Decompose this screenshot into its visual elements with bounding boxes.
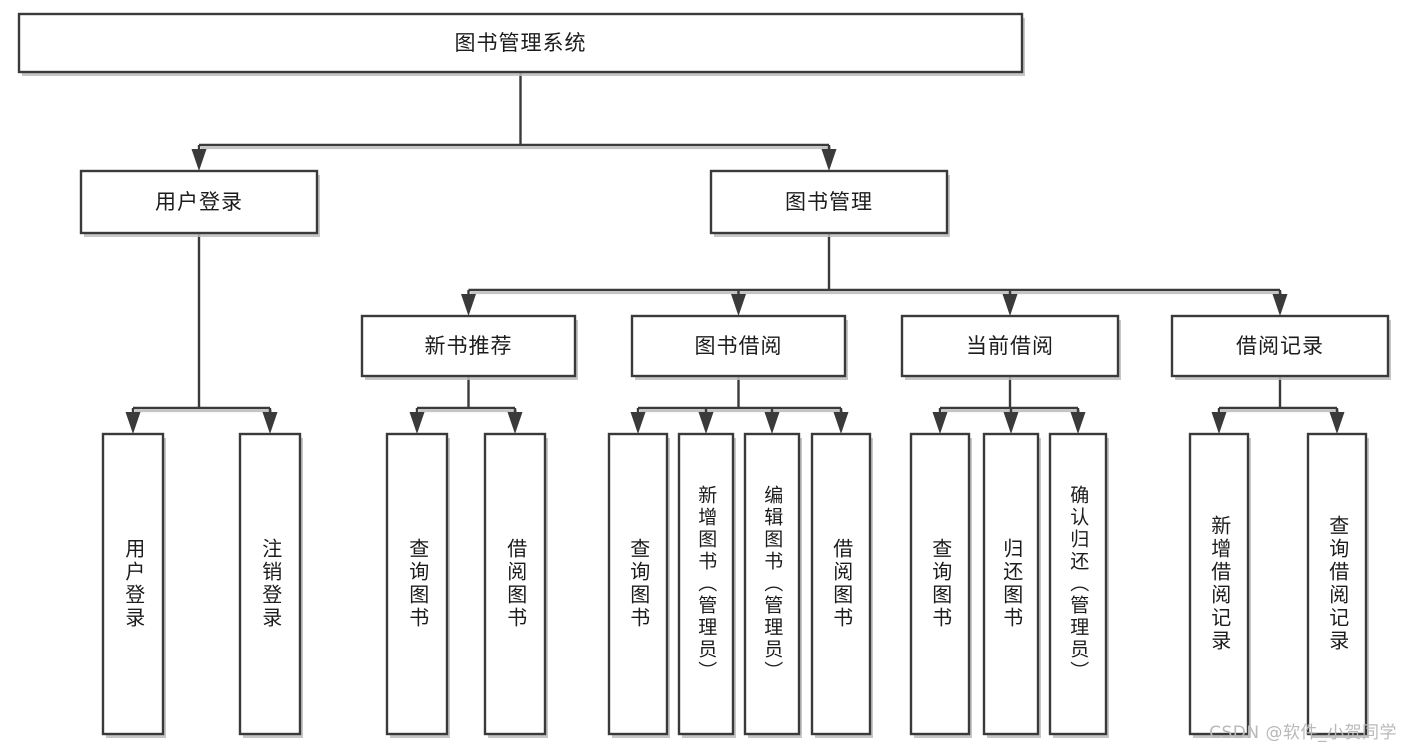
node-box[interactable] bbox=[360, 314, 577, 378]
node-label: 图书借阅 bbox=[695, 334, 783, 358]
node-leaf-borrow-book-1[interactable] bbox=[483, 432, 548, 738]
arrow-head-icon bbox=[262, 412, 278, 434]
node-label: 当前借阅 bbox=[966, 334, 1054, 358]
node-leaf-query-book-2[interactable] bbox=[607, 432, 670, 738]
node-leaf-query-record[interactable] bbox=[1306, 432, 1369, 738]
arrow-head-icon bbox=[932, 412, 948, 434]
connector-group bbox=[1211, 376, 1345, 434]
node-leaf-query-book-1[interactable] bbox=[385, 432, 450, 738]
arrow-head-icon bbox=[1211, 412, 1227, 434]
node-leaf-user-login[interactable] bbox=[101, 432, 166, 738]
node-leaf-user-logout[interactable] bbox=[238, 432, 303, 738]
node-box[interactable] bbox=[17, 12, 1024, 74]
node-label: 新书推荐 bbox=[425, 334, 513, 358]
node-leaf-query-book-3[interactable] bbox=[909, 432, 972, 738]
node-box[interactable] bbox=[630, 314, 847, 378]
arrow-head-icon bbox=[698, 412, 714, 434]
node-box[interactable] bbox=[607, 432, 669, 736]
node-box[interactable] bbox=[79, 169, 319, 235]
node-new-book-recommend[interactable]: 新书推荐 bbox=[360, 314, 578, 380]
arrow-head-icon bbox=[125, 412, 141, 434]
node-box[interactable] bbox=[709, 169, 949, 235]
node-user-login[interactable]: 用户登录 bbox=[79, 169, 320, 237]
node-box[interactable] bbox=[1048, 432, 1108, 736]
node-box[interactable] bbox=[385, 432, 449, 736]
arrow-head-icon bbox=[461, 294, 476, 316]
node-label: 图书管理 bbox=[785, 190, 873, 214]
arrow-head-icon bbox=[1070, 412, 1086, 434]
node-box[interactable] bbox=[810, 432, 872, 736]
connector-group bbox=[409, 376, 523, 434]
node-label: 用户登录 bbox=[155, 190, 243, 214]
arrow-head-icon bbox=[1329, 412, 1345, 434]
node-borrow-record[interactable]: 借阅记录 bbox=[1170, 314, 1391, 380]
node-box[interactable] bbox=[1306, 432, 1368, 736]
connector-group bbox=[461, 233, 1288, 316]
arrow-head-icon bbox=[731, 294, 746, 316]
arrow-head-icon bbox=[1272, 294, 1288, 316]
node-current-borrow[interactable]: 当前借阅 bbox=[900, 314, 1121, 380]
connector-group bbox=[191, 72, 837, 171]
arrow-head-icon bbox=[191, 149, 207, 171]
node-box[interactable] bbox=[483, 432, 547, 736]
connector-layer bbox=[125, 72, 1345, 434]
node-box[interactable] bbox=[238, 432, 302, 736]
node-box[interactable] bbox=[677, 432, 735, 736]
node-box[interactable] bbox=[900, 314, 1120, 378]
node-box[interactable] bbox=[909, 432, 971, 736]
node-box[interactable] bbox=[1170, 314, 1390, 378]
node-label: 借阅记录 bbox=[1236, 334, 1324, 358]
node-box[interactable] bbox=[101, 432, 165, 736]
node-leaf-confirm-return[interactable] bbox=[1048, 432, 1109, 738]
arrow-head-icon bbox=[630, 412, 646, 434]
connector-group bbox=[125, 233, 278, 434]
node-leaf-add-book[interactable] bbox=[677, 432, 736, 738]
node-leaf-add-record[interactable] bbox=[1188, 432, 1251, 738]
node-leaf-edit-book[interactable] bbox=[743, 432, 802, 738]
node-book-borrow[interactable]: 图书借阅 bbox=[630, 314, 848, 380]
arrow-head-icon bbox=[764, 412, 780, 434]
arrow-head-icon bbox=[833, 412, 849, 434]
arrow-head-icon bbox=[821, 149, 837, 171]
node-box[interactable] bbox=[982, 432, 1040, 736]
watermark-text: CSDN @软件_小贺同学 bbox=[1209, 723, 1397, 743]
connector-group bbox=[932, 376, 1086, 434]
arrow-head-icon bbox=[1002, 294, 1018, 316]
node-box[interactable] bbox=[1188, 432, 1250, 736]
node-leaf-return-book[interactable] bbox=[982, 432, 1041, 738]
node-book-manage[interactable]: 图书管理 bbox=[709, 169, 950, 237]
node-box[interactable] bbox=[743, 432, 801, 736]
node-root[interactable]: 图书管理系统 bbox=[17, 12, 1025, 76]
node-leaf-borrow-book-2[interactable] bbox=[810, 432, 873, 738]
arrow-head-icon bbox=[1003, 412, 1019, 434]
arrow-head-icon bbox=[507, 412, 523, 434]
connector-group bbox=[630, 376, 849, 434]
arrow-head-icon bbox=[409, 412, 425, 434]
node-label: 图书管理系统 bbox=[455, 31, 587, 55]
